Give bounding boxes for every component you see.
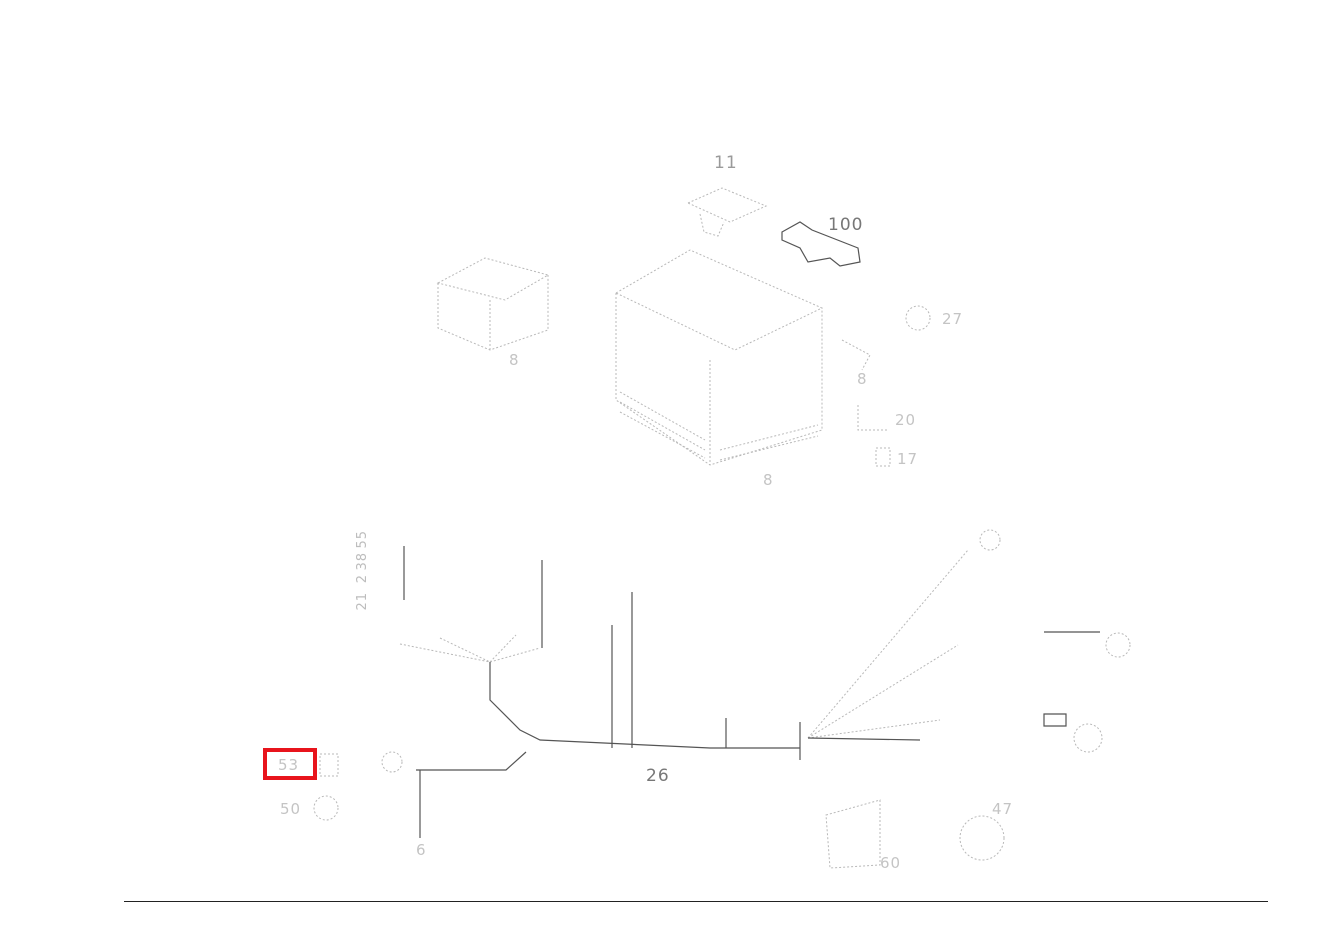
callout-8-battery: 8 [763, 471, 774, 489]
vertical-label-38: 38 [355, 552, 370, 571]
callout-50: 50 [280, 800, 302, 818]
highlight-box-53[interactable] [263, 748, 317, 780]
callout-17: 17 [897, 450, 919, 468]
callout-60: 60 [880, 854, 902, 872]
callout-27: 27 [942, 310, 964, 328]
callout-11: 11 [714, 153, 738, 173]
bracket-100 [781, 221, 861, 267]
vertical-label-21: 21 [355, 592, 370, 611]
callout-20: 20 [895, 411, 917, 429]
vertical-label-55: 55 [355, 530, 370, 549]
callout-8-terminal: 8 [857, 370, 868, 388]
callout-100: 100 [828, 215, 864, 235]
callout-47: 47 [992, 800, 1014, 818]
callout-6: 6 [416, 841, 427, 859]
clamp-outline [686, 187, 768, 223]
vertical-label-2: 2 [355, 574, 370, 584]
footer-divider [124, 901, 1268, 902]
callout-53[interactable]: 53 [278, 756, 300, 774]
callout-26: 26 [646, 766, 670, 786]
callout-8-relay: 8 [509, 351, 520, 369]
